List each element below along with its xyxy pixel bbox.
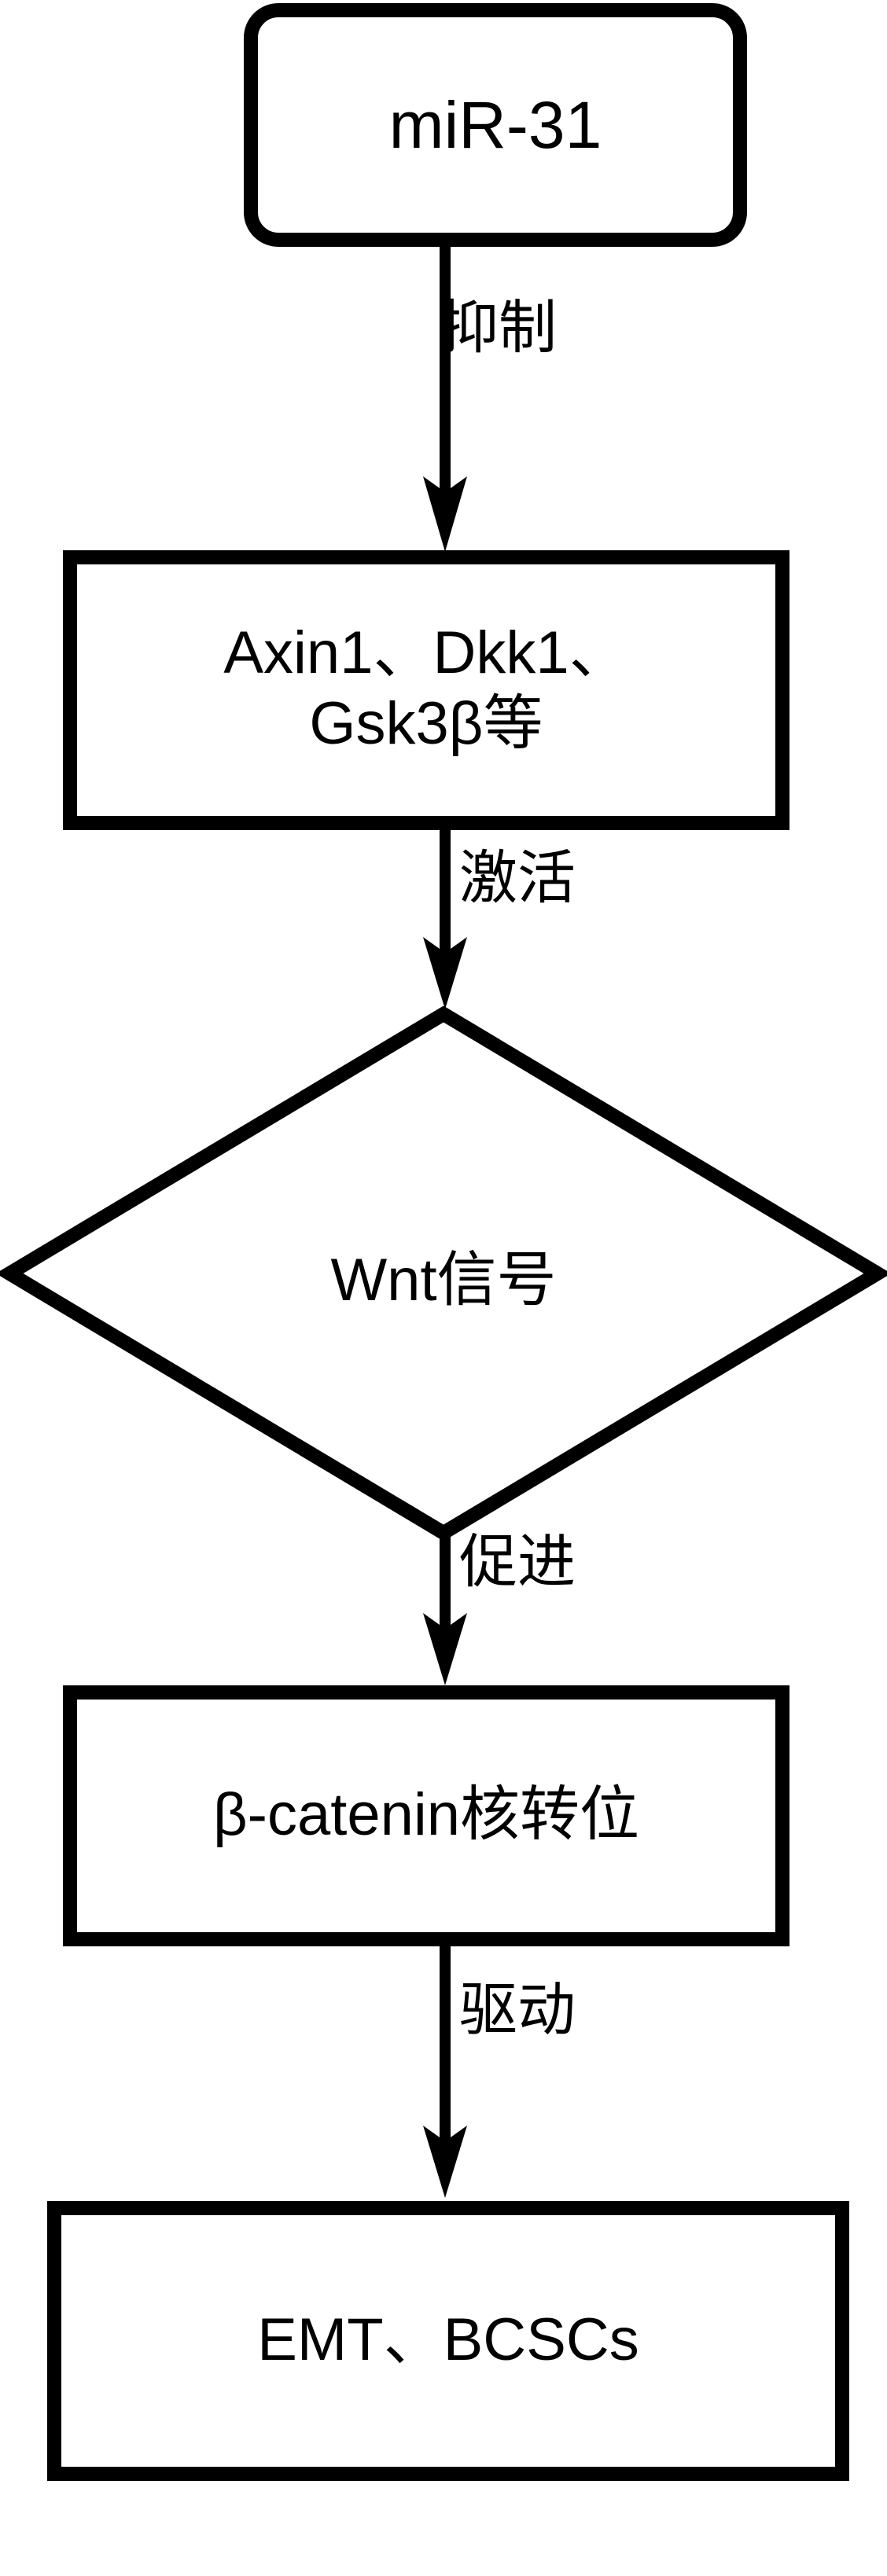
edge-label-drive: 驱动 bbox=[459, 1978, 576, 2042]
edge-bcatenin-to-emt bbox=[421, 1946, 469, 2204]
node-emt-bcscs[interactable]: EMT、BCSCs bbox=[47, 2201, 849, 2481]
node-mir31-label: miR-31 bbox=[388, 87, 602, 162]
node-emt-bcscs-label: EMT、BCSCs bbox=[257, 2307, 639, 2374]
node-beta-catenin-translocation-label: β-catenin核转位 bbox=[212, 1782, 640, 1849]
edge-label-promote: 促进 bbox=[459, 1530, 576, 1594]
node-wnt-signal-label: Wnt信号 bbox=[330, 1248, 557, 1314]
edge-mir31-to-targets bbox=[421, 244, 469, 558]
node-beta-catenin-translocation[interactable]: β-catenin核转位 bbox=[63, 1685, 789, 1946]
edge-wnt-to-bcatenin bbox=[421, 1528, 469, 1692]
node-target-genes-label: Axin1、Dkk1、 Gsk3β等 bbox=[223, 621, 629, 758]
edge-targets-to-wnt bbox=[421, 830, 469, 1016]
node-mir31[interactable]: miR-31 bbox=[244, 3, 747, 247]
edge-label-activate: 激活 bbox=[459, 846, 576, 910]
edge-label-inhibit: 抑制 bbox=[440, 296, 557, 360]
node-wnt-signal[interactable]: Wnt信号 bbox=[0, 1006, 887, 1541]
node-target-genes[interactable]: Axin1、Dkk1、 Gsk3β等 bbox=[63, 550, 789, 830]
